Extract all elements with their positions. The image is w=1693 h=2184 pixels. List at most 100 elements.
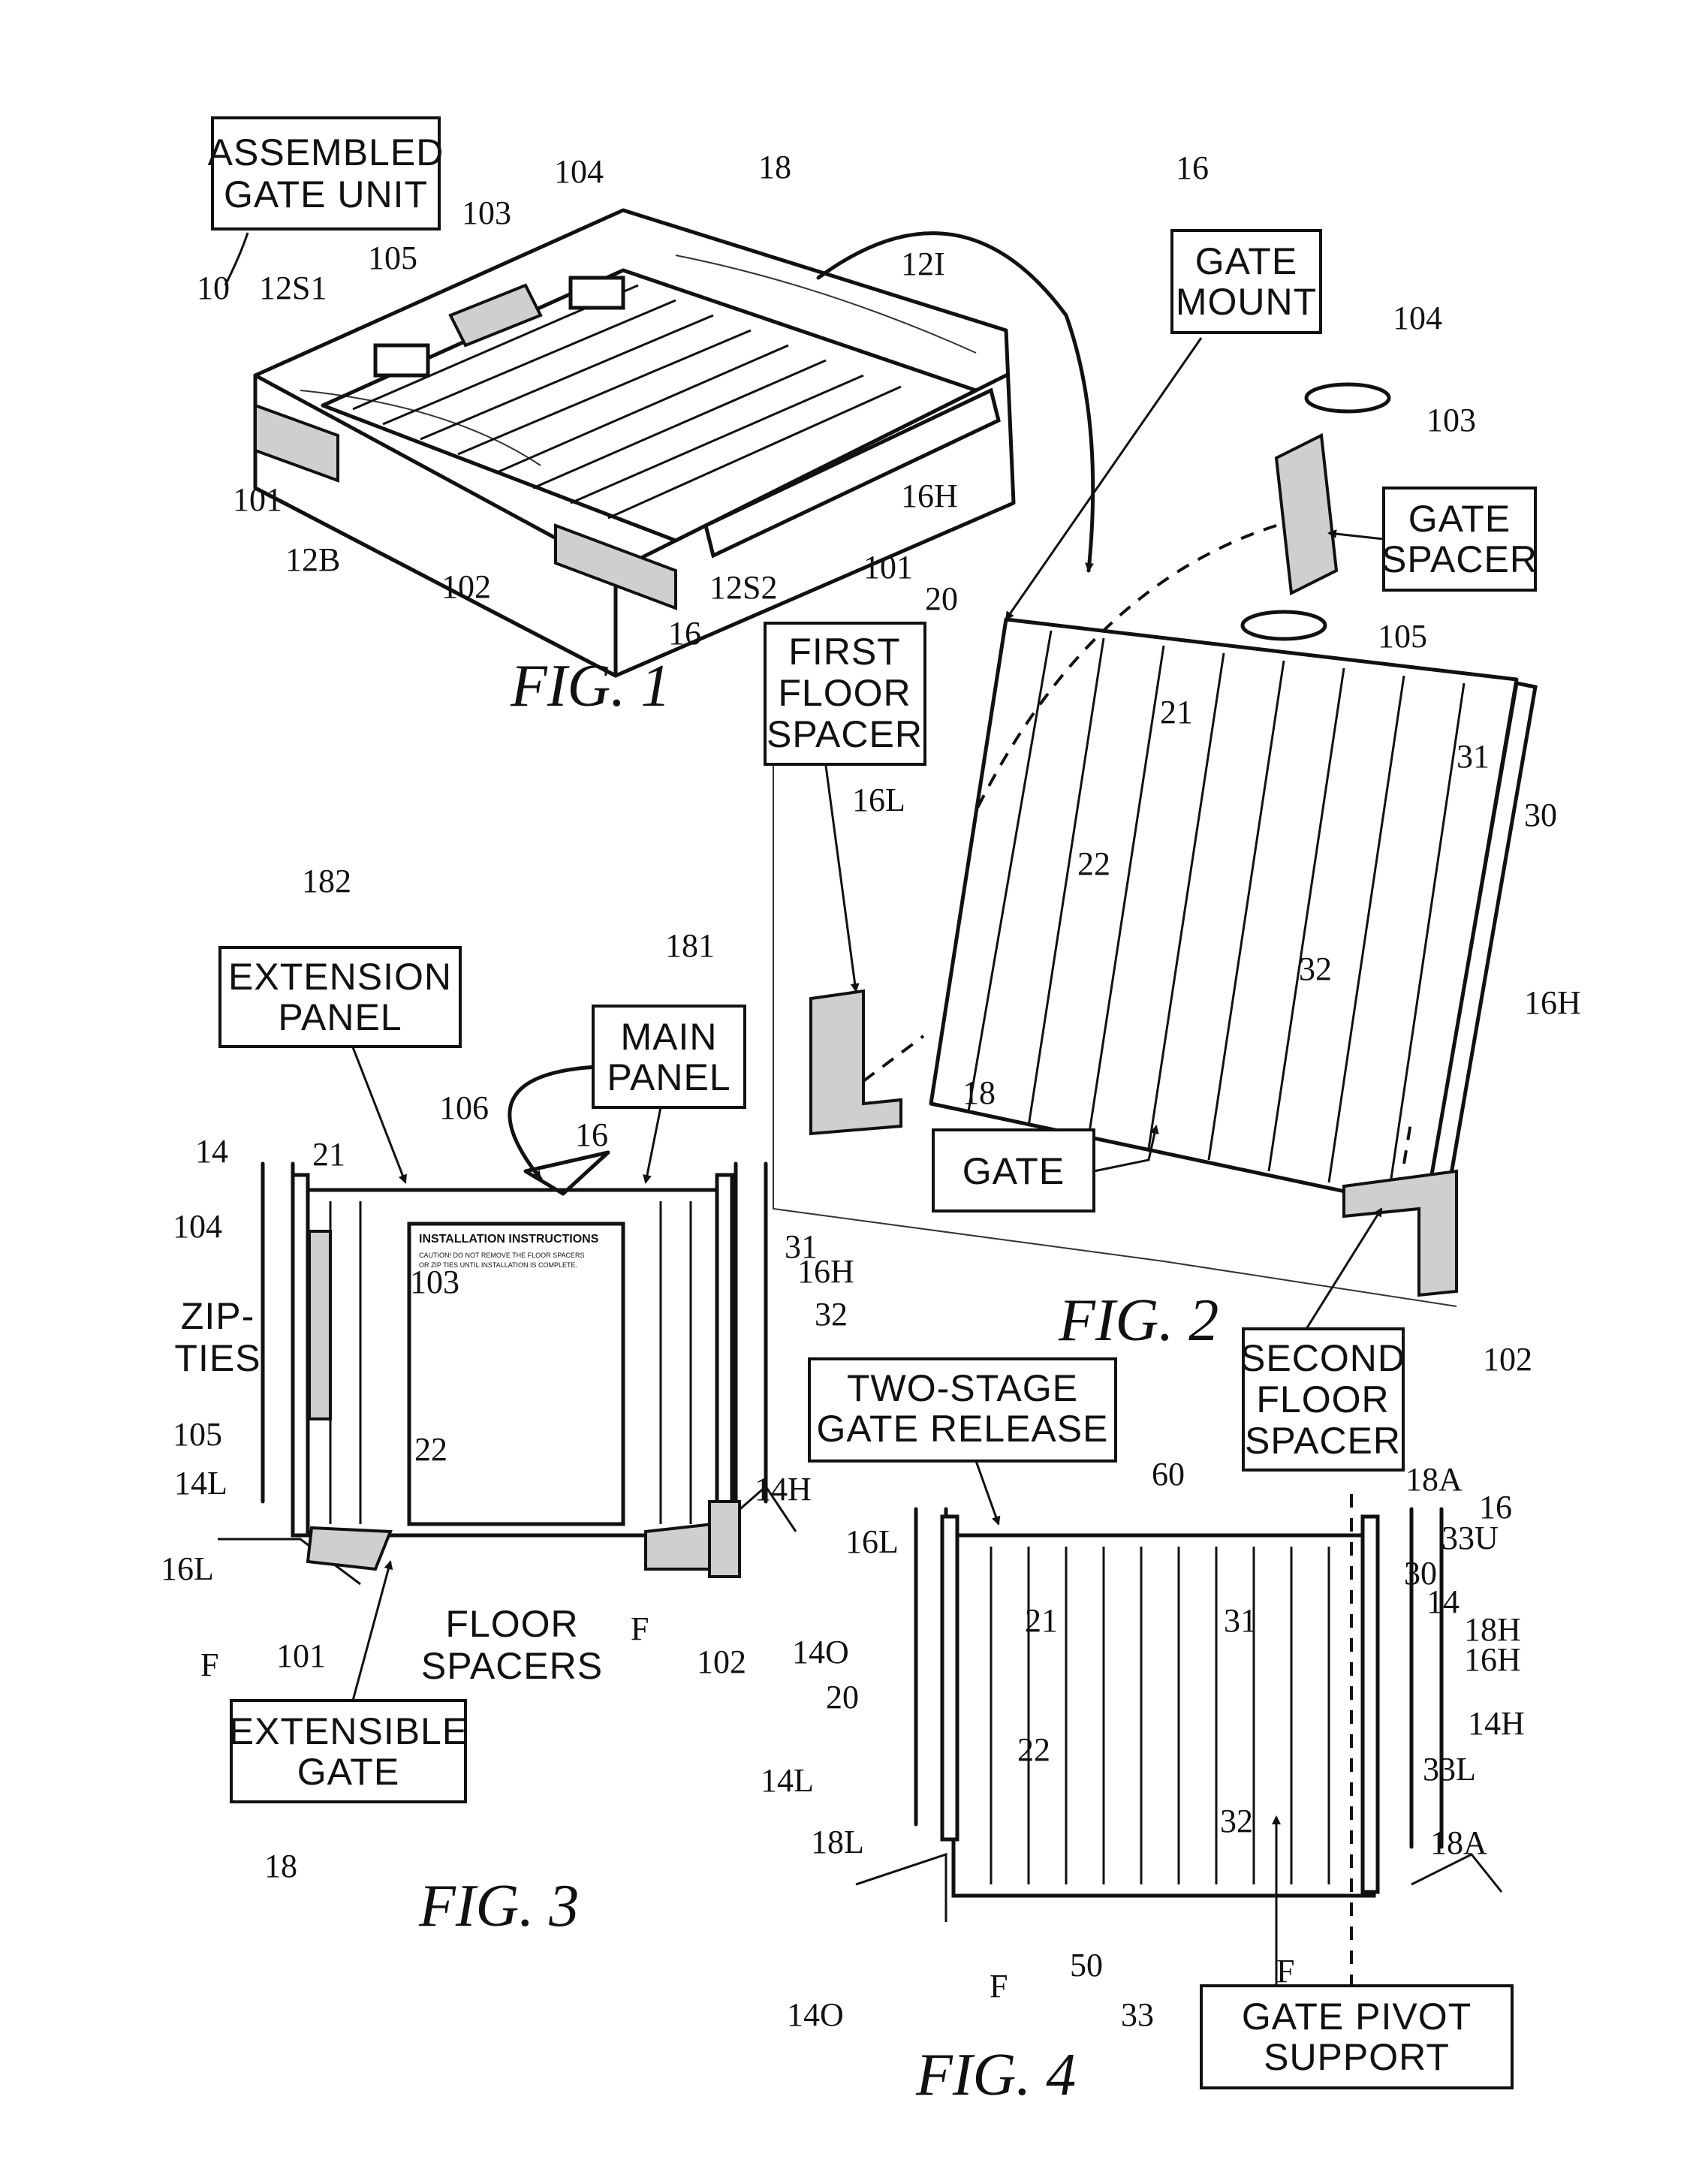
ref-32-fig4: 32 (1220, 1803, 1253, 1839)
ref-33: 33 (1121, 1996, 1154, 2033)
fig1-annotations: ASSEMBLED GATE UNIT 10 12S1 101 12B 102 … (197, 116, 1095, 719)
ref-18-fig3: 18 (264, 1848, 297, 1884)
extension-panel-box: EXTENSION PANEL (218, 946, 462, 1048)
ref-16l-fig2: 16L (852, 782, 905, 818)
first-floor-spacer-box: FIRST FLOOR SPACER (764, 622, 926, 766)
extensible-gate-line2: GATE (297, 1751, 399, 1793)
ref-14l-fig3: 14L (174, 1465, 227, 1502)
ref-16l-fig3: 16L (161, 1550, 214, 1587)
ref-16h-fig1: 16H (901, 477, 958, 514)
gate-mount-line2: MOUNT (1176, 281, 1317, 323)
first-floor-spacer-line2: FLOOR (778, 672, 911, 714)
ref-14-fig4: 14 (1426, 1583, 1460, 1620)
assembled-gate-unit-line2: GATE UNIT (224, 173, 428, 215)
ref-182: 182 (302, 863, 351, 899)
second-floor-spacer-line3: SPACER (1245, 1420, 1401, 1462)
ref-f-fig3-right: F (631, 1610, 649, 1647)
ref-30-fig2: 30 (1524, 797, 1557, 833)
extension-panel-line2: PANEL (278, 996, 402, 1038)
ref-103-fig2: 103 (1426, 402, 1476, 438)
floor-spacers-line1: FLOOR (445, 1603, 578, 1645)
ref-12b: 12B (285, 541, 340, 578)
ref-16l-fig4: 16L (845, 1523, 899, 1560)
gate-spacer-box: GATE SPACER (1381, 487, 1538, 592)
ref-104-fig3: 104 (173, 1208, 222, 1245)
main-panel-line2: PANEL (607, 1056, 731, 1098)
ref-20-fig4: 20 (826, 1679, 859, 1716)
ref-16-fig3: 16 (575, 1116, 608, 1153)
ref-60: 60 (1152, 1456, 1185, 1493)
ref-14l-fig4: 14L (761, 1762, 814, 1799)
ref-101-fig3: 101 (276, 1637, 326, 1674)
floor-spacers-line2: SPACERS (421, 1645, 603, 1687)
ref-18a-top: 18A (1405, 1461, 1463, 1498)
gate-pivot-line2: SUPPORT (1264, 2036, 1450, 2078)
ref-104-fig1: 104 (554, 153, 604, 190)
fig4-label: FIG. 4 (915, 2042, 1076, 2108)
gate-spacer-line2: SPACER (1381, 538, 1538, 580)
ref-14h-fig3: 14H (755, 1471, 812, 1508)
ref-31-fig4: 31 (1224, 1602, 1257, 1639)
fig1-drawing (253, 208, 1016, 678)
ref-50: 50 (1070, 1947, 1103, 1984)
fig1-label: FIG. 1 (510, 653, 670, 719)
instruction-caution-1: CAUTION! DO NOT REMOVE THE FLOOR SPACERS (419, 1252, 585, 1259)
ref-31-fig2: 31 (1457, 738, 1490, 775)
ref-16h-fig4: 16H (1464, 1641, 1521, 1678)
two-stage-gate-release-box: TWO-STAGE GATE RELEASE (808, 1357, 1117, 1463)
fig3-annotations: 182 EXTENSION PANEL 181 MAIN PANEL 106 1… (161, 863, 854, 1939)
ref-106: 106 (439, 1089, 489, 1126)
ref-101-fig1: 101 (233, 481, 282, 518)
first-floor-spacer-line3: SPACER (767, 713, 923, 755)
ref-33u: 33U (1441, 1520, 1499, 1556)
ref-10: 10 (197, 270, 230, 306)
ref-14o-fig3: 14O (792, 1634, 849, 1670)
fig2-annotations: 16 GATE MOUNT 104 103 GATE SPACER 105 10… (764, 149, 1581, 1354)
ref-105-fig3: 105 (173, 1416, 222, 1453)
zip-ties-line1: ZIP- (181, 1295, 255, 1337)
ref-f-fig4-right: F (1276, 1953, 1294, 1990)
fig2-drawing (773, 382, 1538, 1307)
ref-101-fig2: 101 (863, 549, 913, 586)
instruction-title: INSTALLATION INSTRUCTIONS (419, 1233, 599, 1246)
fig4-drawing (855, 1494, 1503, 2042)
ref-16-fig4: 16 (1479, 1489, 1512, 1526)
ref-18a-bottom: 18A (1430, 1824, 1487, 1861)
ref-18h: 18H (1464, 1611, 1521, 1648)
extension-panel-line1: EXTENSION (228, 956, 452, 998)
ref-33l: 33L (1423, 1751, 1476, 1788)
ref-16h-fig3: 16H (797, 1253, 854, 1290)
main-panel-box: MAIN PANEL (592, 1005, 746, 1109)
ref-12i: 12I (901, 246, 945, 282)
first-floor-spacer-line1: FIRST (788, 631, 900, 673)
gate-pivot-line1: GATE PIVOT (1242, 1996, 1472, 2038)
gate-box: GATE (932, 1128, 1095, 1212)
ref-14-fig3: 14 (195, 1133, 228, 1170)
ref-12s2: 12S2 (709, 569, 777, 606)
gate-spacer-line1: GATE (1408, 498, 1511, 540)
ref-f-fig4-left: F (990, 1968, 1008, 2005)
extensible-gate-line1: EXTENSIBLE (229, 1710, 468, 1752)
ref-105-fig2: 105 (1378, 618, 1427, 655)
ref-18-fig2: 18 (962, 1074, 996, 1111)
ref-105-fig1: 105 (368, 239, 417, 276)
fig3-label: FIG. 3 (418, 1873, 579, 1939)
ref-21-fig3: 21 (312, 1136, 345, 1173)
ref-21-fig2: 21 (1160, 694, 1193, 731)
ref-14h-fig4: 14H (1468, 1705, 1525, 1742)
fig4-annotations: 40 TWO-STAGE GATE RELEASE SECOND FLOOR S… (761, 1207, 1532, 2108)
assembled-gate-unit-line1: ASSEMBLED (208, 131, 444, 173)
fig2-label: FIG. 2 (1058, 1288, 1219, 1354)
ref-32-fig3: 32 (815, 1296, 848, 1333)
ref-f-fig3-left: F (200, 1646, 218, 1683)
instruction-caution-2: OR ZIP TIES UNTIL INSTALLATION IS COMPLE… (419, 1261, 577, 1269)
second-floor-spacer-box: SECOND FLOOR SPACER (1240, 1327, 1405, 1472)
second-floor-spacer-line2: FLOOR (1256, 1378, 1389, 1420)
ref-14o-fig4: 14O (787, 1996, 844, 2033)
main-panel-line1: MAIN (621, 1016, 718, 1058)
ref-104-fig2: 104 (1393, 300, 1442, 336)
ref-22-fig4: 22 (1017, 1731, 1050, 1768)
ref-103-fig1: 103 (462, 194, 511, 231)
gate-pivot-support-box: GATE PIVOT SUPPORT (1200, 1984, 1514, 2089)
